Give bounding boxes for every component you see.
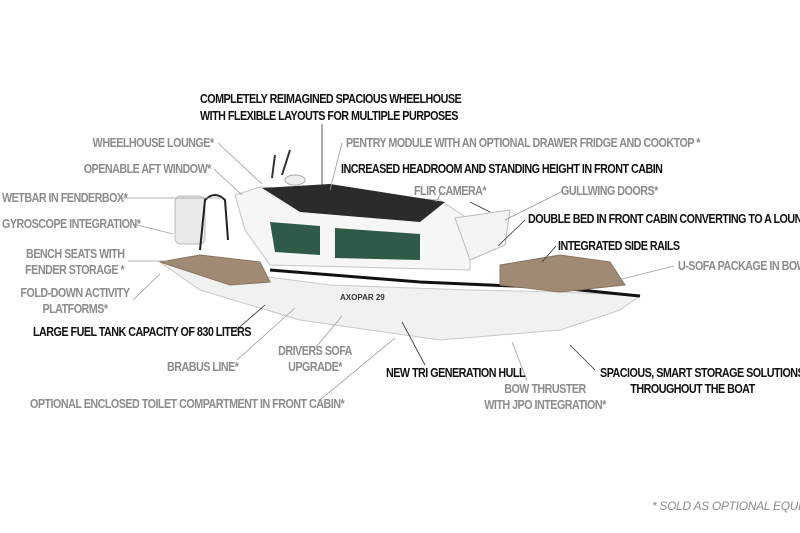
label-wheelhouse-lounge: WHEELHOUSE LOUNGE* [93, 136, 214, 150]
mast [271, 149, 291, 179]
label-aft-window: OPENABLE AFT WINDOW* [83, 162, 212, 176]
hull-stripe [269, 268, 641, 298]
label-side-rails: INTEGRATED SIDE RAILS [558, 239, 680, 253]
label-drivers-sofa-line1: DRIVERS SOFA [278, 344, 352, 358]
label-double-bed: DOUBLE BED IN FRONT CABIN CONVERTING TO … [528, 212, 800, 226]
label-gullwing-doors: GULLWING DOORS* [561, 184, 658, 198]
gullwing-door [454, 209, 511, 261]
label-tri-hull: NEW TRI GENERATION HULL [386, 366, 526, 380]
radar-dome [284, 174, 306, 186]
label-gyroscope: GYROSCOPE INTEGRATION* [2, 217, 141, 231]
label-u-sofa: U-SOFA PACKAGE IN BOW * [678, 259, 800, 273]
label-headroom: INCREASED HEADROOM AND STANDING HEIGHT I… [341, 162, 663, 176]
label-wheelhouse-line2: WITH FLEXIBLE LAYOUTS FOR MULTIPLE PURPO… [200, 109, 458, 123]
label-wheelhouse-line1: COMPLETELY REIMAGINED SPACIOUS WHEELHOUS… [200, 92, 462, 106]
label-storage-line2: THROUGHOUT THE BOAT [630, 382, 755, 396]
label-bench-line2: FENDER STORAGE * [24, 263, 125, 277]
label-bow-thruster-line2: WITH JPO INTEGRATION* [484, 398, 606, 412]
label-bench-line1: BENCH SEATS WITH [25, 247, 125, 261]
roof [262, 184, 445, 222]
leader-lines [122, 124, 675, 401]
optional-equipment-footnote: * SOLD AS OPTIONAL EQUIPMEN [652, 499, 800, 513]
hull-logo: AXOPAR 29 [340, 293, 385, 302]
label-toilet: OPTIONAL ENCLOSED TOILET COMPARTMENT IN … [30, 397, 345, 411]
label-fold-down-line1: FOLD-DOWN ACTIVITY [20, 286, 130, 300]
windows [270, 222, 420, 260]
rail-frame [199, 194, 229, 251]
label-storage-line1: SPACIOUS, SMART STORAGE SOLUTIONS [600, 366, 800, 380]
outboard-engines [174, 195, 206, 245]
label-brabus-line: BRABUS LINE* [167, 360, 239, 374]
label-bow-thruster-line1: BOW THRUSTER [504, 382, 586, 396]
label-wetbar: WETBAR IN FENDERBOX* [2, 191, 128, 205]
label-drivers-sofa-line2: UPGRADE* [288, 360, 342, 374]
label-fuel-tank: LARGE FUEL TANK CAPACITY OF 830 LITERS [33, 325, 251, 339]
label-fold-down-line2: PLATFORMS* [42, 302, 108, 316]
bow-sofa [499, 254, 626, 293]
aft-deck [159, 254, 271, 286]
label-pentry: PENTRY MODULE WITH AN OPTIONAL DRAWER FR… [346, 136, 700, 150]
label-flir-camera: FLIR CAMERA* [414, 184, 487, 198]
